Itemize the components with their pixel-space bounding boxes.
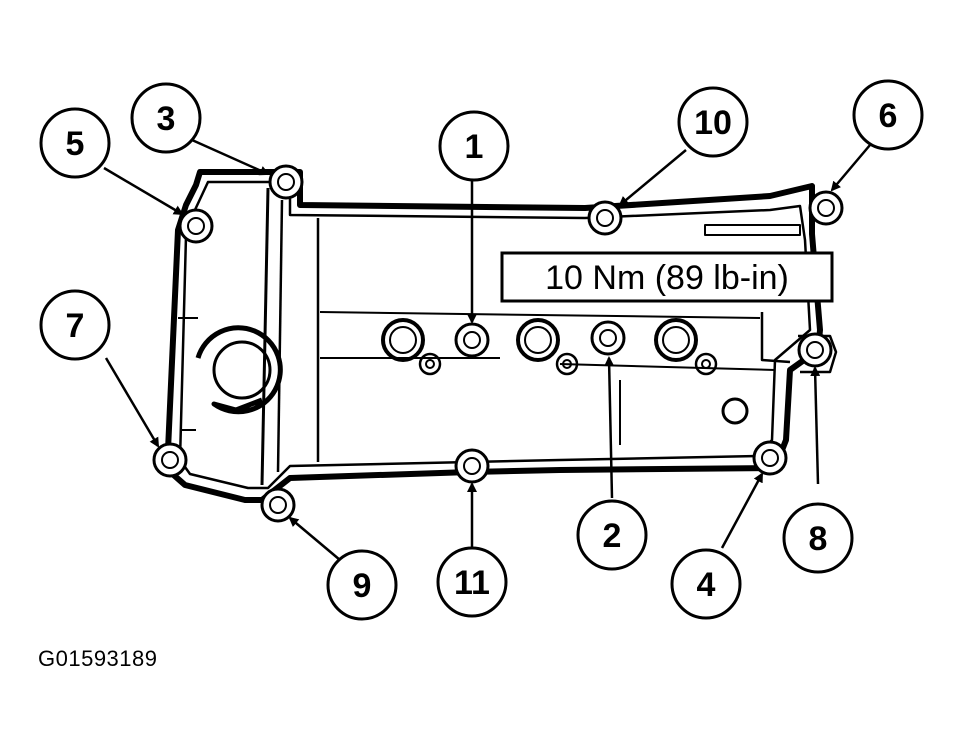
callout-9-label: 9 <box>353 567 372 605</box>
leader-4 <box>720 472 764 549</box>
callout-5-label: 5 <box>66 125 85 163</box>
leader-2 <box>604 356 615 499</box>
callout-7: 7 <box>39 289 111 361</box>
bolt-3 <box>268 164 304 200</box>
leader-lines <box>103 138 871 561</box>
callout-10: 10 <box>677 86 749 158</box>
callout-1-label: 1 <box>465 128 484 166</box>
callout-6-label: 6 <box>879 97 898 135</box>
bolt-6 <box>808 190 844 226</box>
bolt-5 <box>178 208 214 244</box>
leader-7 <box>104 357 160 448</box>
figure-id: G01593189 <box>38 646 158 671</box>
bolts <box>152 164 844 523</box>
bolt-7 <box>152 442 188 478</box>
spark-plug-wells <box>381 318 749 425</box>
callout-10-label: 10 <box>694 104 732 142</box>
callout-1: 1 <box>438 110 510 182</box>
bolt-2 <box>590 320 626 356</box>
leader-3 <box>191 138 270 176</box>
callouts: 1 2 3 4 5 6 7 8 9 10 11 <box>39 79 924 621</box>
leader-9 <box>288 516 341 561</box>
bolt-4 <box>752 440 788 476</box>
leader-5 <box>103 166 184 216</box>
bolt-10 <box>587 200 623 236</box>
callout-5: 5 <box>39 107 111 179</box>
callout-4-label: 4 <box>697 566 716 604</box>
leader-6 <box>830 144 871 192</box>
leader-8 <box>810 366 821 485</box>
callout-9: 9 <box>326 549 398 621</box>
callout-7-label: 7 <box>66 307 85 345</box>
callout-11: 11 <box>436 546 508 618</box>
callout-3: 3 <box>130 82 202 154</box>
callout-6: 6 <box>852 79 924 151</box>
callout-8: 8 <box>782 502 854 574</box>
bolt-8 <box>797 332 833 368</box>
callout-3-label: 3 <box>157 100 176 138</box>
callout-4: 4 <box>670 548 742 620</box>
torque-label: 10 Nm (89 lb-in) <box>500 251 834 303</box>
leader-10 <box>618 149 687 207</box>
bolt-9 <box>260 487 296 523</box>
callout-2-label: 2 <box>603 517 622 555</box>
callout-11-label: 11 <box>454 564 490 602</box>
bolt-11 <box>454 448 490 484</box>
callout-2: 2 <box>576 499 648 571</box>
valve-cover-outline <box>165 169 838 503</box>
callout-8-label: 8 <box>809 520 828 558</box>
torque-spec-text: 10 Nm (89 lb-in) <box>545 259 789 297</box>
bolt-1 <box>454 322 490 358</box>
